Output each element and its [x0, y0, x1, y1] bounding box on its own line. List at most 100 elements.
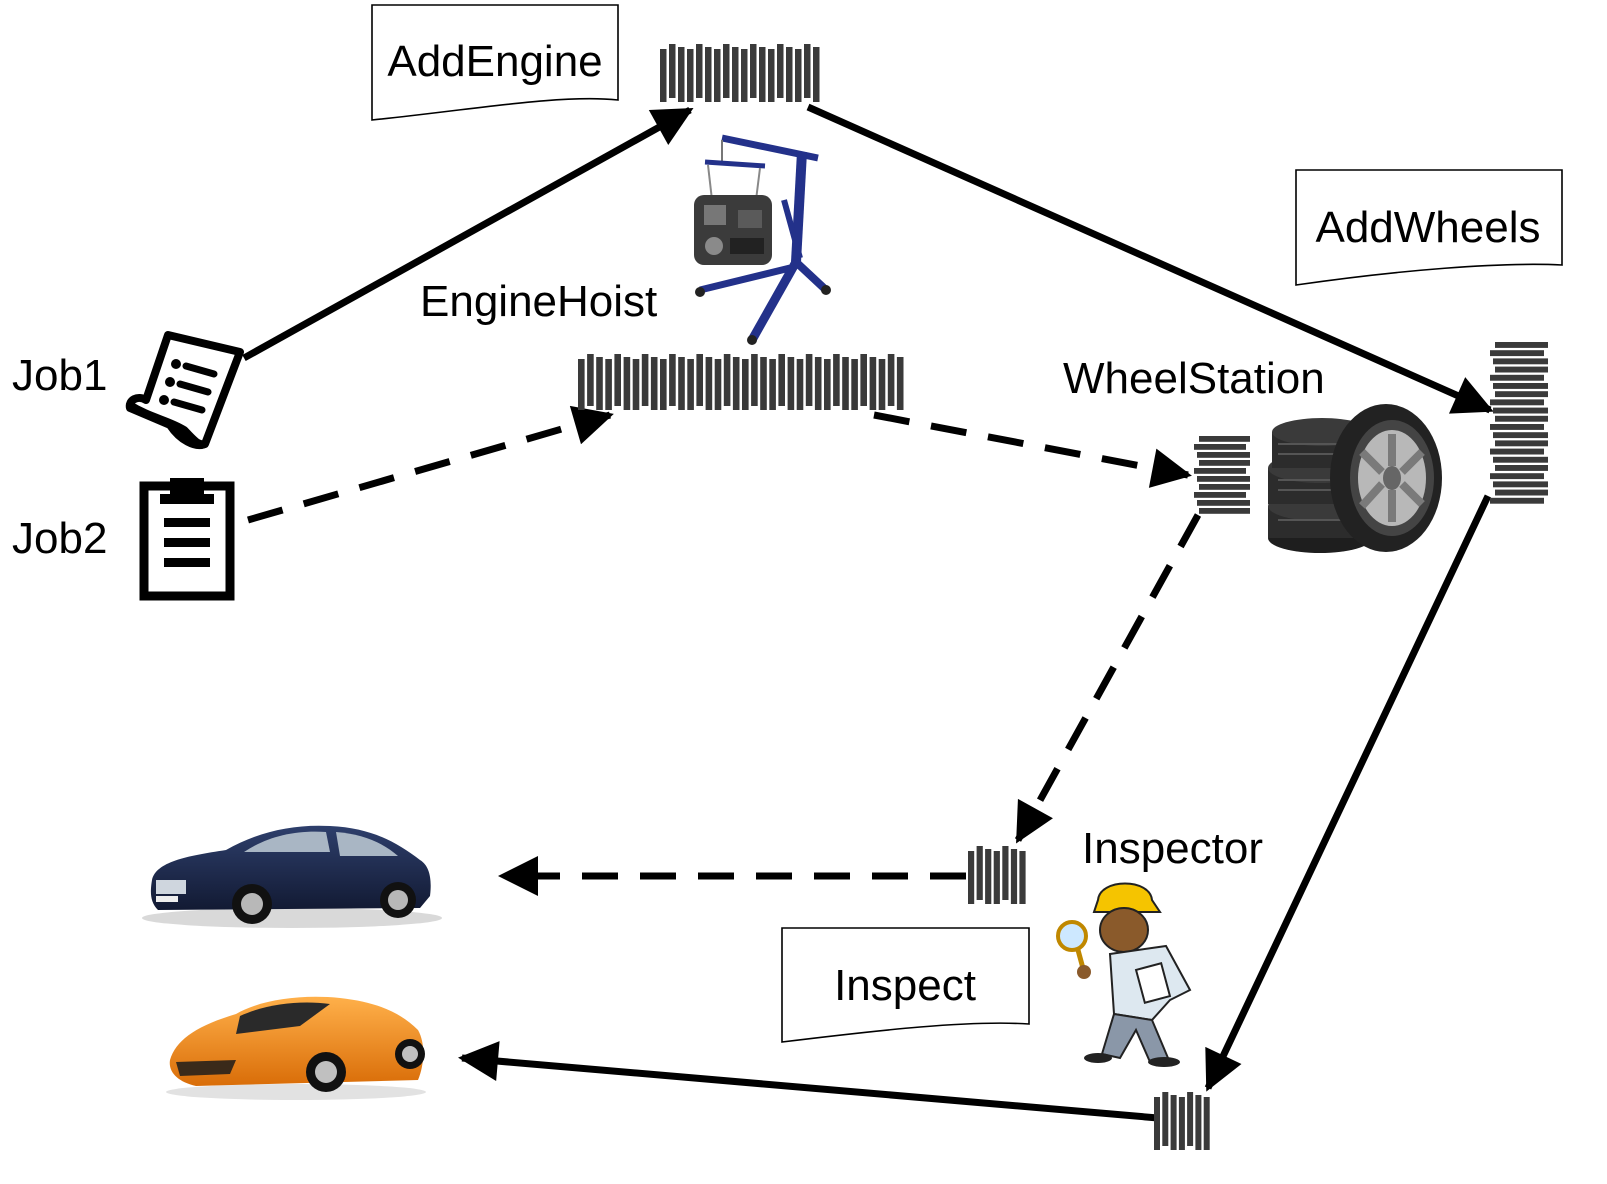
queue-slot: [795, 49, 802, 102]
queue-slot: [1490, 497, 1544, 504]
queue-slot: [705, 47, 712, 102]
queue-engine-hoist: [578, 354, 904, 410]
queue-slot: [732, 357, 740, 410]
queue-slot: [650, 357, 658, 410]
document-add-engine-label: AddEngine: [387, 37, 602, 86]
route-wheel-station-to-inspector: [1014, 513, 1202, 844]
queue-slot: [985, 849, 992, 904]
queue-slot: [1493, 383, 1548, 389]
queue-slot: [860, 354, 867, 406]
route-job1-to-add-engine: [242, 106, 694, 362]
queue-slot: [723, 44, 730, 98]
route-add-engine-to-add-wheels: [806, 103, 1494, 414]
queue-slot: [1197, 500, 1250, 506]
queue-slot: [741, 49, 748, 102]
queue-slot: [1197, 452, 1250, 458]
route-add-wheels-to-inspect: [1204, 494, 1492, 1092]
queue-slot: [824, 359, 831, 410]
queue-slot: [641, 354, 649, 406]
queue-slot: [723, 354, 731, 406]
queue-slot: [786, 47, 793, 102]
engine-hoist-icon: [694, 134, 831, 345]
queue-inspect: [1154, 1092, 1210, 1150]
document-add-engine: AddEngine: [371, 4, 619, 121]
queue-slot: [1199, 508, 1250, 514]
queue-slot: [742, 359, 749, 410]
queue-slot: [796, 359, 804, 410]
queue-slot: [696, 44, 703, 98]
queue-slot: [1495, 391, 1548, 398]
queue-slot: [714, 49, 721, 102]
wheel-station-label: WheelStation: [1063, 354, 1325, 403]
queue-slot: [804, 44, 811, 98]
queue-slot: [1495, 342, 1548, 348]
queue-slot: [833, 354, 840, 406]
queue-slot: [887, 354, 895, 406]
queue-add-wheels: [1490, 342, 1548, 504]
inspector-icon: [1056, 882, 1192, 1067]
queue-slot: [896, 357, 904, 410]
engine-hoist-label: EngineHoist: [420, 277, 657, 326]
queue-slot: [1493, 407, 1548, 414]
queue-slot: [842, 357, 849, 410]
queue-slot: [1199, 436, 1250, 442]
job1-label: Job1: [12, 351, 107, 400]
queue-slot: [976, 846, 983, 900]
queue-slot: [1490, 399, 1544, 406]
queue-slot: [1199, 460, 1250, 466]
clipboard-icon: [139, 478, 235, 601]
queue-slot: [696, 354, 703, 406]
queue-slot: [1495, 440, 1548, 447]
document-inspect: Inspect: [781, 927, 1030, 1043]
queue-slot: [1194, 444, 1246, 450]
queue-slot: [678, 47, 685, 102]
document-add-wheels: AddWheels: [1295, 169, 1563, 286]
queue-slot: [578, 359, 585, 410]
queue-slot: [1493, 358, 1548, 365]
queue-add-engine: [660, 44, 820, 102]
queue-slot: [605, 359, 612, 410]
queue-slot: [778, 354, 785, 406]
queue-slot: [1199, 484, 1250, 490]
queue-slot: [1195, 1095, 1202, 1150]
queue-slot: [623, 357, 631, 410]
queue-slot: [705, 357, 713, 410]
queue-slot: [1194, 492, 1246, 498]
queue-slot: [596, 357, 603, 410]
queue-slot: [678, 357, 685, 410]
queue-slot: [851, 359, 858, 410]
queue-slot: [660, 359, 667, 410]
queue-slot: [1493, 481, 1548, 488]
queue-inspector: [968, 846, 1026, 904]
queue-slot: [768, 49, 775, 102]
queue-slot: [1178, 1097, 1185, 1150]
queue-slot: [813, 47, 820, 102]
route-engine-hoist-to-wheel-station: [873, 411, 1192, 488]
queue-slot: [669, 354, 676, 406]
queue-slot: [1495, 465, 1548, 471]
queue-slot: [1490, 350, 1544, 357]
queue-slot: [687, 359, 694, 410]
queue-slot: [1495, 489, 1548, 496]
queue-slot: [760, 357, 767, 410]
queue-slot: [1010, 849, 1018, 904]
queue-slot: [759, 47, 766, 102]
queue-slot: [1493, 456, 1548, 463]
queue-slot: [769, 359, 776, 410]
queue-slot: [777, 44, 784, 98]
queue-slot: [614, 354, 621, 406]
queue-slot: [1490, 424, 1544, 430]
queue-slot: [714, 359, 722, 410]
route-job2-to-engine-hoist: [247, 405, 614, 524]
queue-slot: [968, 851, 975, 904]
queue-slot: [814, 357, 822, 410]
queue-slot: [1495, 366, 1548, 373]
inspector-label: Inspector: [1082, 824, 1263, 873]
queue-slot: [805, 354, 813, 406]
queue-slot: [660, 49, 667, 102]
queue-slot: [1490, 473, 1544, 480]
queue-slot: [787, 357, 795, 410]
queue-slot: [878, 359, 886, 410]
queue-slot: [993, 851, 1000, 904]
